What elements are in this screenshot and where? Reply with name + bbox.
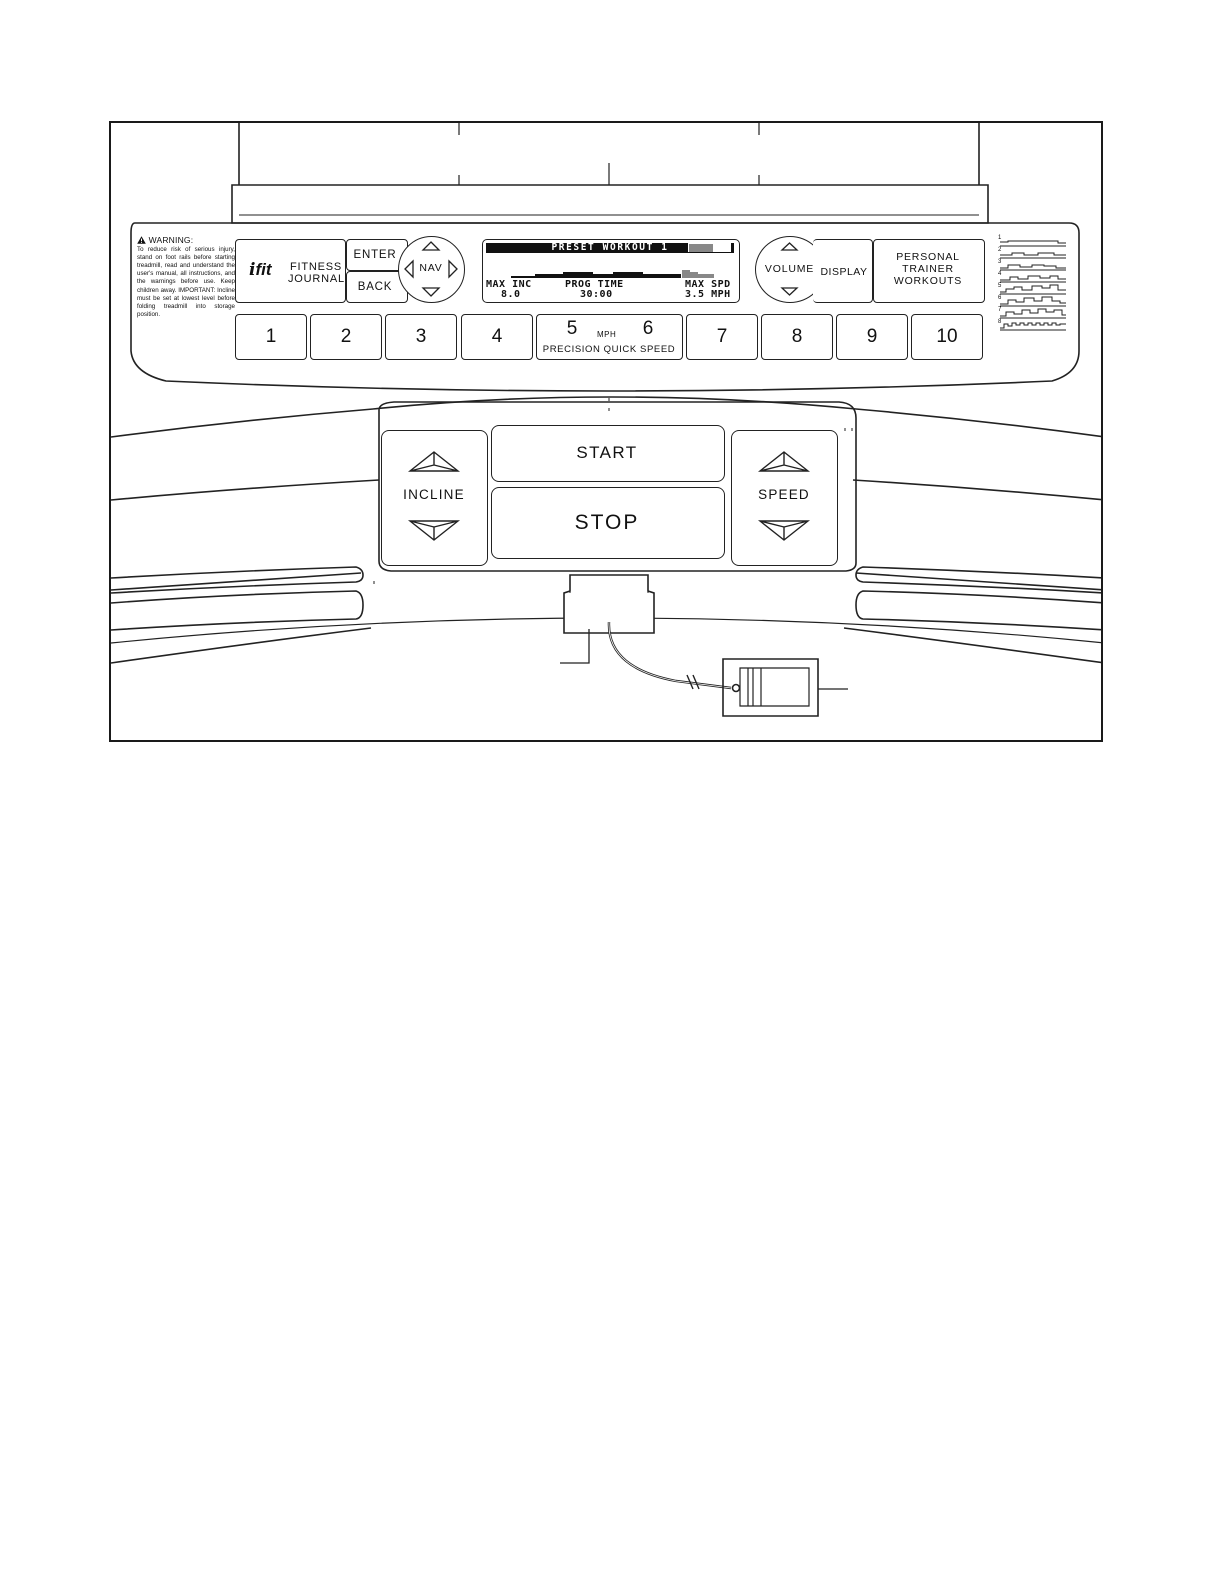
volume-label: VOLUME bbox=[764, 263, 815, 275]
nav-right-icon[interactable] bbox=[448, 259, 458, 279]
warning-label: WARNING: To reduce risk of serious injur… bbox=[137, 236, 235, 319]
workout-5-label: 5 bbox=[998, 283, 1002, 289]
warning-text: To reduce risk of serious injury, stand … bbox=[137, 246, 235, 318]
start-label: START bbox=[576, 443, 638, 462]
nav-label: NAV bbox=[419, 262, 443, 274]
safety-key-receptacle[interactable] bbox=[570, 575, 654, 633]
lcd-display: PRESET WORKOUT 1 MAX INC 8.0 PROG TIME 3… bbox=[482, 239, 740, 303]
speed-key-9[interactable]: 9 bbox=[836, 314, 908, 360]
warning-title: WARNING: bbox=[148, 235, 194, 245]
enter-label: ENTER bbox=[353, 249, 397, 261]
speed-key-8[interactable]: 8 bbox=[761, 314, 833, 360]
volume-down-icon[interactable] bbox=[780, 287, 799, 296]
lcd-max-inc-value: 8.0 bbox=[501, 289, 521, 300]
console-outline bbox=[111, 123, 1101, 717]
incline-down-icon[interactable] bbox=[407, 520, 461, 541]
nav-pad[interactable]: NAV bbox=[398, 236, 465, 303]
workout-7-label: 7 bbox=[998, 307, 1002, 313]
enter-button[interactable]: ENTER bbox=[346, 239, 408, 271]
ifit-logo-text: fit bbox=[255, 260, 272, 279]
trainer-line2: TRAINER bbox=[902, 263, 954, 275]
display-label: DISPLAY bbox=[820, 266, 868, 278]
nav-left-icon[interactable] bbox=[404, 259, 414, 279]
journal-label: JOURNAL bbox=[288, 273, 345, 285]
precision-quick-speed-label: PRECISION QUICK SPEED bbox=[542, 344, 676, 355]
speed-label: SPEED bbox=[758, 487, 810, 502]
back-label: BACK bbox=[357, 281, 393, 293]
warning-triangle-icon bbox=[137, 236, 146, 244]
speed-key-3[interactable]: 3 bbox=[385, 314, 457, 360]
workout-1-label: 1 bbox=[998, 235, 1002, 241]
lcd-max-inc-label: MAX INC bbox=[486, 279, 532, 290]
lcd-prog-time-value: 30:00 bbox=[580, 289, 613, 300]
workout-4-label: 4 bbox=[998, 271, 1002, 277]
speed-key-5[interactable]: 5 bbox=[566, 318, 578, 339]
mph-label: MPH bbox=[597, 330, 617, 339]
speed-key-7[interactable]: 7 bbox=[686, 314, 758, 360]
workout-8-label: 8 bbox=[998, 319, 1002, 325]
speed-key-10[interactable]: 10 bbox=[911, 314, 983, 360]
workout-profile-list: 1 2 3 4 5 6 7 8 bbox=[998, 235, 1070, 349]
speed-down-icon[interactable] bbox=[757, 520, 811, 541]
speed-up-icon[interactable] bbox=[757, 451, 811, 472]
incline-label: INCLINE bbox=[403, 487, 465, 502]
lcd-max-spd-label: MAX SPD bbox=[685, 279, 731, 290]
stop-label: STOP bbox=[574, 511, 640, 534]
fitness-label: FITNESS bbox=[289, 261, 343, 273]
nav-up-icon[interactable] bbox=[421, 241, 441, 251]
lcd-profile-graph bbox=[511, 243, 731, 278]
incline-up-icon[interactable] bbox=[407, 451, 461, 472]
display-button[interactable]: DISPLAY bbox=[813, 239, 873, 303]
speed-key-2[interactable]: 2 bbox=[310, 314, 382, 360]
safety-clip[interactable] bbox=[723, 659, 819, 717]
workout-2-label: 2 bbox=[998, 247, 1002, 253]
nav-down-icon[interactable] bbox=[421, 287, 441, 297]
lcd-max-spd-value: 3.5 MPH bbox=[685, 289, 731, 300]
trainer-line1: PERSONAL bbox=[896, 251, 960, 263]
incline-button[interactable]: INCLINE bbox=[381, 430, 488, 566]
lcd-title: PRESET WORKOUT 1 bbox=[486, 243, 734, 253]
trainer-line3: WORKOUTS bbox=[893, 275, 963, 287]
lcd-prog-time-label: PROG TIME bbox=[565, 279, 624, 290]
speed-key-1[interactable]: 1 bbox=[235, 314, 307, 360]
speed-key-4[interactable]: 4 bbox=[461, 314, 533, 360]
ifit-fitness-journal-button[interactable]: ifit FITNESS JOURNAL bbox=[235, 239, 346, 303]
stop-button[interactable]: STOP bbox=[491, 487, 725, 559]
speed-button[interactable]: SPEED bbox=[731, 430, 838, 566]
start-button[interactable]: START bbox=[491, 425, 725, 482]
volume-up-icon[interactable] bbox=[780, 242, 799, 251]
speed-key-6[interactable]: 6 bbox=[642, 318, 654, 339]
console-figure: WARNING: To reduce risk of serious injur… bbox=[109, 121, 1103, 742]
workout-3-label: 3 bbox=[998, 259, 1002, 265]
personal-trainer-workouts-button[interactable]: PERSONAL TRAINER WORKOUTS bbox=[873, 239, 985, 303]
precision-quick-speed-group: 5 MPH 6 PRECISION QUICK SPEED bbox=[536, 314, 683, 360]
back-button[interactable]: BACK bbox=[346, 271, 408, 303]
ifit-logo: ifit bbox=[249, 260, 272, 280]
workout-6-label: 6 bbox=[998, 295, 1002, 301]
